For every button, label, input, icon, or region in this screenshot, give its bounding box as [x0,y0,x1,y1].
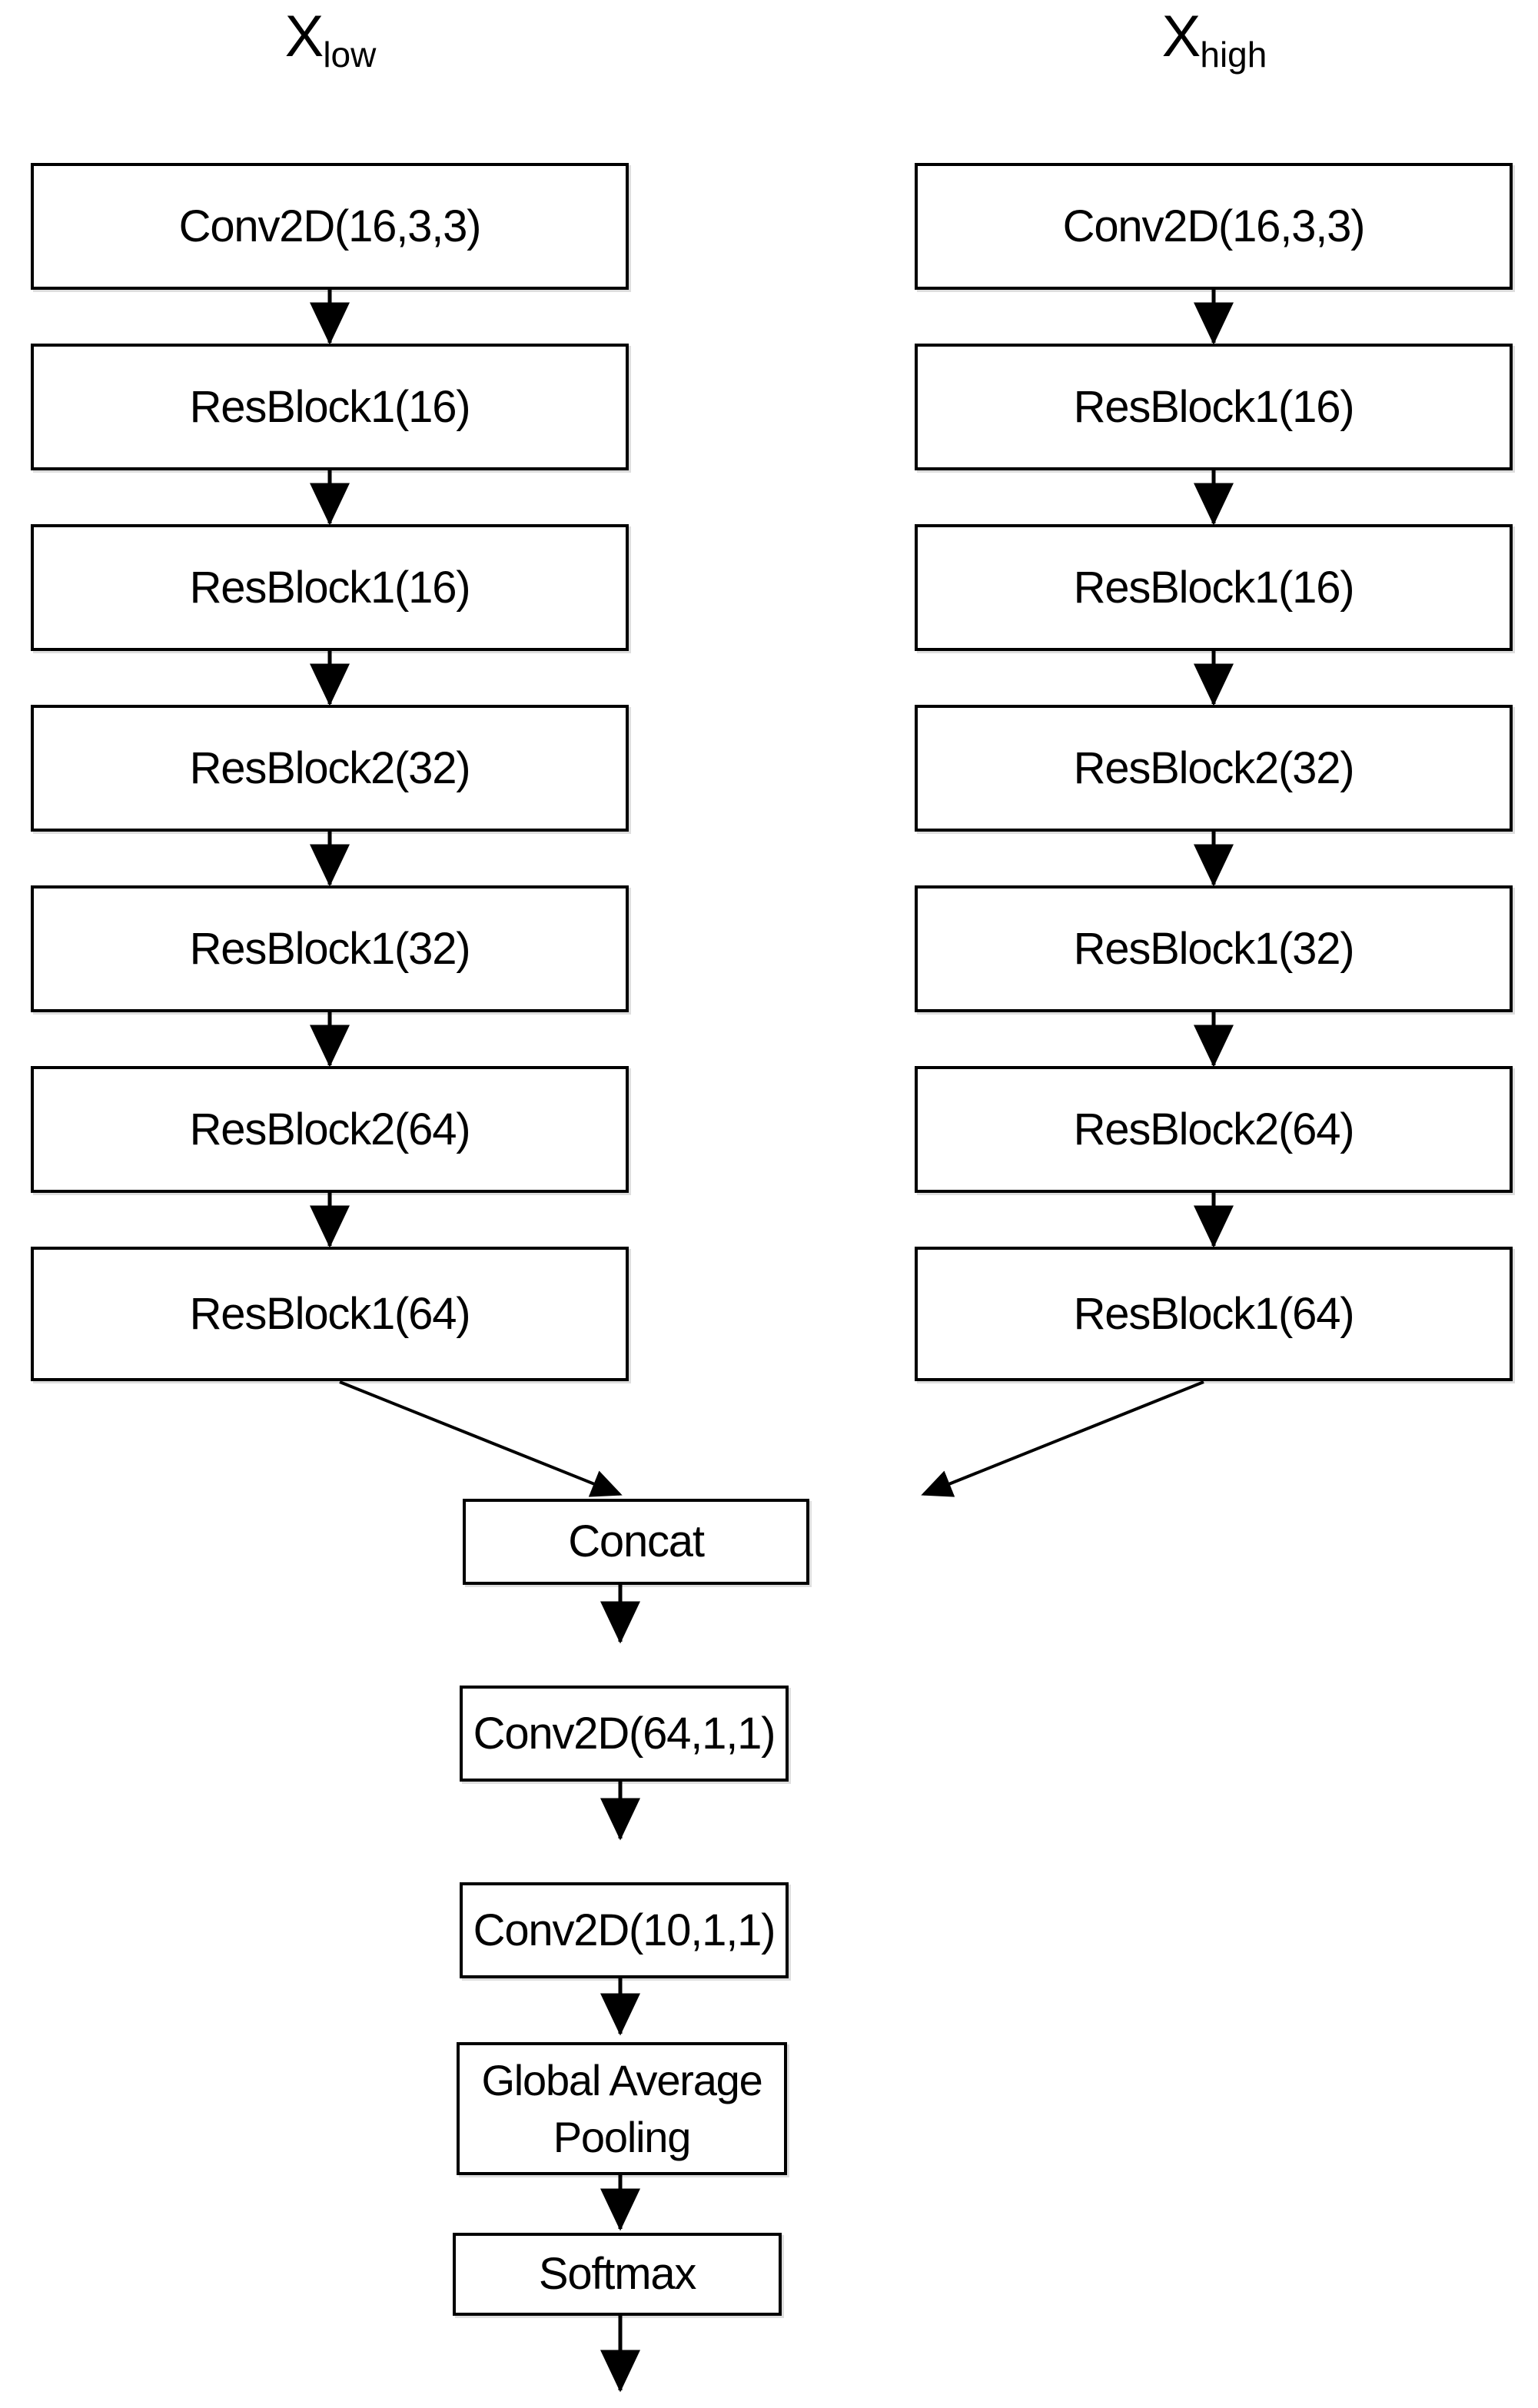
node-label: Softmax [538,2249,697,2300]
node-label: Conv2D(64,1,1) [473,1708,776,1759]
node-label: Concat [568,1516,705,1567]
stream-title-high: Xhigh [1061,8,1368,73]
node-label: ResBlock1(32) [189,923,471,974]
node-low-resblock1-64[interactable]: ResBlock1(64) [31,1247,629,1381]
node-low-conv2d-16-3-3[interactable]: Conv2D(16,3,3) [31,163,629,290]
node-high-resblock2-32[interactable]: ResBlock2(32) [915,705,1513,832]
node-label: ResBlock2(64) [1073,1104,1355,1154]
node-label: ResBlock2(32) [1073,742,1355,793]
node-low-resblock2-64[interactable]: ResBlock2(64) [31,1066,629,1193]
node-label: Conv2D(10,1,1) [473,1905,776,1955]
node-low-resblock1-16-b[interactable]: ResBlock1(16) [31,524,629,651]
node-high-resblock2-64[interactable]: ResBlock2(64) [915,1066,1513,1193]
edge-merge-high-to-concat [921,1380,1204,1497]
node-low-resblock2-32[interactable]: ResBlock2(32) [31,705,629,832]
node-low-resblock1-16-a[interactable]: ResBlock1(16) [31,344,629,470]
node-label: Conv2D(16,3,3) [1062,201,1366,251]
node-high-resblock1-64[interactable]: ResBlock1(64) [915,1247,1513,1381]
node-label: ResBlock1(16) [1073,381,1355,432]
node-high-resblock1-16-a[interactable]: ResBlock1(16) [915,344,1513,470]
node-label: ResBlock2(32) [189,742,471,793]
node-label: ResBlock2(64) [189,1104,471,1154]
stream-title-high-subscript: high [1200,35,1267,75]
node-label: ResBlock1(32) [1073,923,1355,974]
node-label: ResBlock1(16) [1073,562,1355,613]
node-label: Conv2D(16,3,3) [178,201,482,251]
node-low-resblock1-32[interactable]: ResBlock1(32) [31,885,629,1012]
node-concat[interactable]: Concat [463,1499,809,1585]
node-label: ResBlock1(64) [189,1288,471,1339]
edges-merge [339,1380,1204,1497]
node-conv2d-64-1-1[interactable]: Conv2D(64,1,1) [460,1686,789,1782]
node-high-resblock1-16-b[interactable]: ResBlock1(16) [915,524,1513,651]
node-softmax[interactable]: Softmax [453,2233,782,2316]
node-conv2d-10-1-1[interactable]: Conv2D(10,1,1) [460,1882,789,1978]
stream-title-low-base: X [284,4,324,69]
stream-title-low-subscript: low [323,35,377,75]
node-global-average-pooling[interactable]: Global Average Pooling [457,2042,787,2175]
stream-title-low: Xlow [177,8,484,73]
node-high-conv2d-16-3-3[interactable]: Conv2D(16,3,3) [915,163,1513,290]
stream-title-high-base: X [1161,4,1201,69]
node-label: ResBlock1(16) [189,562,471,613]
node-high-resblock1-32[interactable]: ResBlock1(32) [915,885,1513,1012]
node-label: Global Average Pooling [481,2055,762,2161]
edge-merge-low-to-concat [339,1380,623,1497]
node-label: ResBlock1(64) [1073,1288,1355,1339]
node-label: ResBlock1(16) [189,381,471,432]
